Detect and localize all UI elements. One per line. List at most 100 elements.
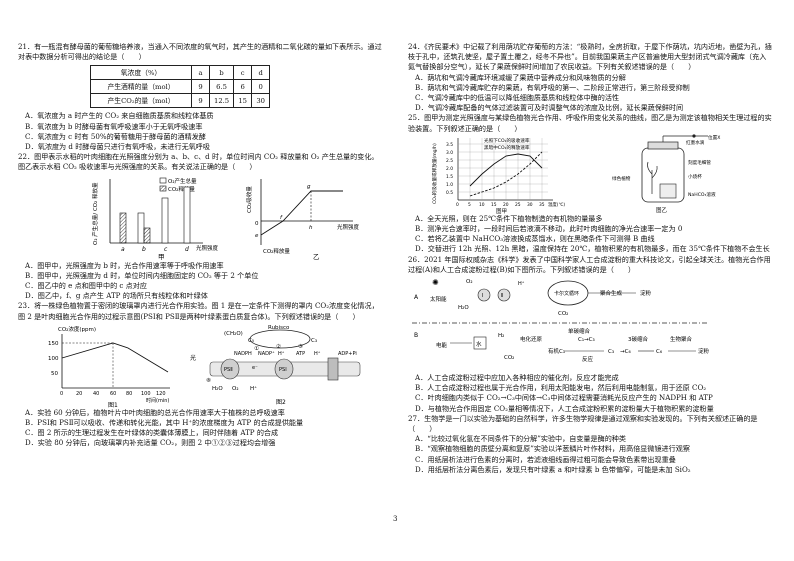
q23-fig2-hplus2: H⁺ [314, 351, 321, 357]
q25-jia-xtick-3: 15 [491, 202, 497, 208]
q21-option-a: A．氧浓度为 a 时产生的 CO₂ 来自细胞质基质和线粒体基质 [25, 111, 214, 121]
q22-figures: O₂ 产生总量/ CO₂ 释放量 O₂产生总量 CO₂释放量 a [18, 173, 383, 261]
q25-jia-ylabel: CO₂的吸收量或释放量(mg/h) [431, 143, 438, 204]
q26-label-c1: 有机C₁ [548, 347, 565, 355]
q22-jia-xlabel: 光照强度 [196, 244, 219, 252]
q26-label-co2b: CO₂ [504, 355, 514, 361]
q23-fig2-ch2o: (CH₂O) [224, 331, 243, 337]
right-column: 24．《齐民要术》中记载了利用荫坑贮存葡萄的方法：“极熟时，全房折取，于屋下作荫… [408, 42, 773, 475]
q22-yi-origin: 0 [255, 221, 259, 227]
q23-fig2-circle1: ① [254, 346, 259, 352]
q26-water-box [473, 336, 487, 350]
q26-label-starch-b: 淀粉 [698, 347, 710, 355]
q22-fig-jia: O₂ 产生总量/ CO₂ 释放量 O₂产生总量 CO₂释放量 a [91, 177, 219, 261]
q25-yi-label-posx: 位置X [708, 134, 720, 141]
q23-fig1-ytick-100: 100 [48, 356, 59, 362]
q25-option-a: A．全天光照，则在 25℃条件下植物制造的有机物的量最多 [415, 213, 603, 223]
q22-yi-xlabel: 光照强度 [337, 223, 360, 231]
q25-jia-ytick-4: 1.5 [446, 174, 453, 180]
q22-jia-cat-d: d [185, 246, 189, 253]
q25-jia-ytick-5: 1.0 [446, 182, 453, 188]
page-number: 3 [393, 515, 398, 523]
q24-option-a: A．荫坑和气调冷藏库环境减缓了果蔬中营养成分和风味物质的分解 [415, 72, 626, 82]
q22-option-a: A．图甲中，光照强度为 b 时，光合作用速率等于呼吸作用速率 [25, 260, 224, 270]
q22-yi-curve [260, 190, 343, 236]
q25-jia-ytick-6: 0.5 [446, 190, 453, 196]
q24-option-b: B．荫坑和气调冷藏库贮存的果蔬，有氧呼吸的第一、二阶段正常进行，第三阶段受抑制 [415, 82, 690, 92]
q23-fig2-circle3: ③ [298, 344, 303, 350]
q22-option-d: D．图乙中，f、g 点产生 ATP 的场所只有线粒体和叶绿体 [25, 291, 208, 301]
q26-label-water: 水 [476, 340, 482, 348]
q23-option-b: B．PSⅠ和 PSⅡ可以吸收、传递和转化光能，其中 H⁺的浓度梯度为 ATP 的… [25, 418, 304, 428]
q26-figure: A ✺ 太阳能 H₂O O₂ Ⅰ Ⅱ H⁺ 卡尔文循环 CO₂ 聚合生成 淀粉 … [408, 275, 773, 373]
q26-label-biopolymer: 生物聚合 [670, 335, 693, 343]
q22-jia-legend-co2: CO₂释放量 [168, 185, 195, 193]
q26-option-b: B．人工合成淀粉过程也属于光合作用，利用太阳能发电，然后利用电能制氢，用于还原 … [415, 383, 707, 393]
q22-yi-ylabel: CO₂吸收量 [245, 185, 253, 212]
q23-fig2-psii-label: PSⅡ [224, 367, 233, 373]
q23-fig2-psi [274, 358, 294, 380]
q25-yi-ink-drop [692, 134, 696, 138]
q21-r1-0: 产生酒精的量（mol） [90, 79, 192, 95]
q25-jia-ytick-3: 2.0 [446, 166, 453, 172]
q25-fig-jia: CO₂的吸收量或释放量(mg/h) 光照下CO₂的吸收速率 黑暗中CO₂的释放速… [431, 137, 565, 214]
q26-label-electroreduce: 电化还原 [520, 335, 543, 343]
q25-jia-xtick-5: 25 [515, 202, 521, 208]
q23-fig2-c3: C₃ [311, 338, 317, 344]
q26-ps2 [497, 288, 511, 302]
q22-jia-legend-swatch-o2 [159, 177, 167, 183]
q24-option-d: D．气调冷藏库配备的气体过滤装置可及时调整气体的浓度及比例，延长果蔬保鲜时间 [415, 103, 684, 113]
q26-label-o2: O₂ [466, 279, 473, 285]
q27-option-b: B．“观察植物细胞的质壁分离和复原”实验以洋葱鳞片叶作材料，用高倍显微镜进行观察 [415, 444, 690, 454]
q21-r1-3: 6 [233, 79, 253, 95]
q25-yi-lid [647, 141, 679, 150]
q26-label-h2: H₂ [498, 333, 504, 339]
q25-jia-caption: 图甲 [496, 207, 507, 214]
q26-label-h2o: H₂O [458, 305, 469, 311]
q26-label-starch-a: 淀粉 [640, 289, 652, 297]
q23-fig2-caption: 图2 [276, 399, 286, 406]
q26-option-d: D．与植物光合作用固定 CO₂量相等情况下，人工合成淀粉积累的淀粉量大于植物积累… [415, 403, 714, 413]
q23-fig2-electron: e⁻ [252, 365, 258, 371]
q25-jia-xlabel: 温度(℃) [548, 201, 565, 208]
q22-option-c: C．图乙中的 e 点和图甲中的 c 点对应 [25, 281, 147, 291]
q21-stem: 21．有一瓶混有酵母菌的葡萄糖培养液，当通入不同浓度的氧气时，其产生的酒精和二氧… [18, 42, 382, 62]
q21-option-c: C．氧浓度为 c 时有 50%的葡萄糖用于酵母菌的酒精发酵 [25, 131, 206, 141]
q22-jia-bar-c-o2 [161, 197, 169, 243]
q23-fig2-rubisco: Rubisco [268, 325, 290, 331]
q23-option-a: A．实验 60 分钟后，植物叶片中叶肉细胞的总光合作用速率大于植株的总呼吸速率 [25, 407, 285, 417]
q23-fig2-circle2: ② [276, 343, 281, 350]
q25-yi-label-capillary: 刻度毛细管 [688, 159, 711, 166]
q26-label-B: B [414, 332, 418, 339]
q22-jia-cat-a: a [121, 246, 125, 253]
q26-label-threecarbon: 3碳缩合 [628, 335, 648, 343]
q23-fig2-hplus3: H⁺ [250, 385, 257, 392]
q21-r1-4: 0 [251, 79, 271, 95]
q22-stem: 22．图甲表示水稻的叶肉细胞在光照强度分别为 a、b、c、d 时，单位时间内 C… [18, 152, 379, 172]
q25-stem: 25．图甲为测定光照强度与某绿色植物光合作用、呼吸作用变化关系的曲线，图乙是为测… [408, 113, 772, 133]
q21-r2-0: 产生CO₂的量（mol） [90, 93, 192, 109]
q26-label-c3: C₃ [608, 349, 614, 355]
q22-yi-ylabel2: CO₂释放量 [263, 247, 290, 255]
q26-label-reaction: 反应 [582, 355, 594, 363]
q23-fig1-ylabel: CO₂浓度(ppm) [58, 325, 96, 333]
q21-option-d: D．氧浓度为 d 时酵母菌只进行有氧呼吸，未进行无氧呼吸 [25, 142, 210, 152]
q25-yi-label-beaker: 小烧杯 [688, 173, 702, 180]
q23-fig1-xtick-120: 120 [156, 391, 166, 397]
q23-fig2-calvin-cycle [249, 329, 311, 349]
left-column: 21．有一瓶混有酵母菌的葡萄糖培养液，当通入不同浓度的氧气时，其产生的酒精和二氧… [18, 42, 383, 449]
q23-fig2-light: 光 [190, 354, 196, 362]
q26-label-electric: 电能 [436, 341, 448, 349]
q23-fig1-ytick-150: 150 [48, 341, 59, 347]
q23-fig2-h2o: H₂O [212, 386, 223, 392]
q23-fig2-atpase [327, 357, 339, 381]
q22-option-b: B．图甲中，光照强度为 d 时，单位时间内细胞固定的 CO₂ 等于 2 个单位 [25, 270, 259, 280]
q25-jia-xtick-0: 0 [456, 202, 459, 208]
q21-header-1: a [191, 65, 210, 81]
q22-jia-legend-o2: O₂产生总量 [168, 177, 197, 185]
q27-option-a: A．“比较过氧化氢在不同条件下的分解”实验中，自变量是酶的种类 [415, 434, 626, 444]
q26-label-A: A [414, 294, 419, 301]
q25-jia-curve-light [469, 153, 543, 187]
q26-label-co2a: CO₂ [558, 311, 568, 317]
